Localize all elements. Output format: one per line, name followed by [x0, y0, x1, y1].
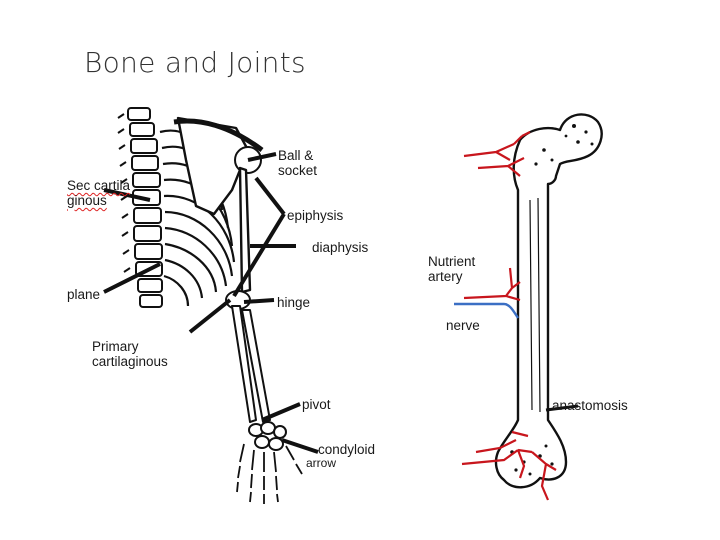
nerve-vessel: [454, 302, 519, 319]
finger-bones: [236, 443, 303, 504]
vertebral-column: [117, 107, 163, 308]
upper-artery: [463, 131, 531, 177]
ulna: [231, 305, 257, 423]
arrow-epiphysis-upper: [254, 176, 286, 216]
label-ball-socket: Ball & socket: [278, 148, 318, 178]
lower-artery: [461, 430, 557, 501]
label-arrow: arrow: [306, 456, 337, 470]
slide-title: Bone and Joints: [84, 46, 306, 79]
label-sec-cartilaginous: Sec cartila ginous: [67, 178, 131, 208]
arrow-hinge: [243, 298, 275, 304]
carpal-bones: [248, 421, 287, 451]
nutrient-artery: [463, 267, 521, 302]
arrow-primary-cartilaginous: [188, 298, 232, 334]
radius: [241, 309, 271, 423]
arrow-anastomosis: [545, 404, 579, 412]
label-diaphysis: diaphysis: [312, 240, 369, 255]
artery-vessels: [461, 131, 557, 501]
label-plane: plane: [67, 287, 101, 302]
label-nerve: nerve: [446, 318, 480, 333]
label-primary-cartilaginous: Primary cartilaginous: [92, 339, 168, 369]
label-hinge: hinge: [277, 295, 311, 310]
trabecular-texture: [510, 124, 594, 476]
arrow-sec-cartilaginous: [103, 188, 151, 202]
arrow-condyloid: [281, 438, 319, 454]
humerus: [238, 166, 252, 294]
arrow-ball-socket: [247, 152, 277, 162]
label-nutrient-artery: Nutrient artery: [428, 254, 476, 284]
label-condyloid: condyloid: [318, 442, 376, 457]
clavicle: [173, 118, 264, 153]
arrow-plane: [103, 262, 161, 294]
medullary-line: [529, 197, 541, 413]
arrow-epiphysis-shaft: [232, 212, 286, 298]
label-pivot: pivot: [302, 397, 331, 412]
arrow-pivot: [261, 402, 301, 422]
label-anastomosis: anastomosis: [552, 398, 628, 413]
scapula: [176, 116, 250, 216]
label-epiphysis: epiphysis: [287, 208, 344, 223]
